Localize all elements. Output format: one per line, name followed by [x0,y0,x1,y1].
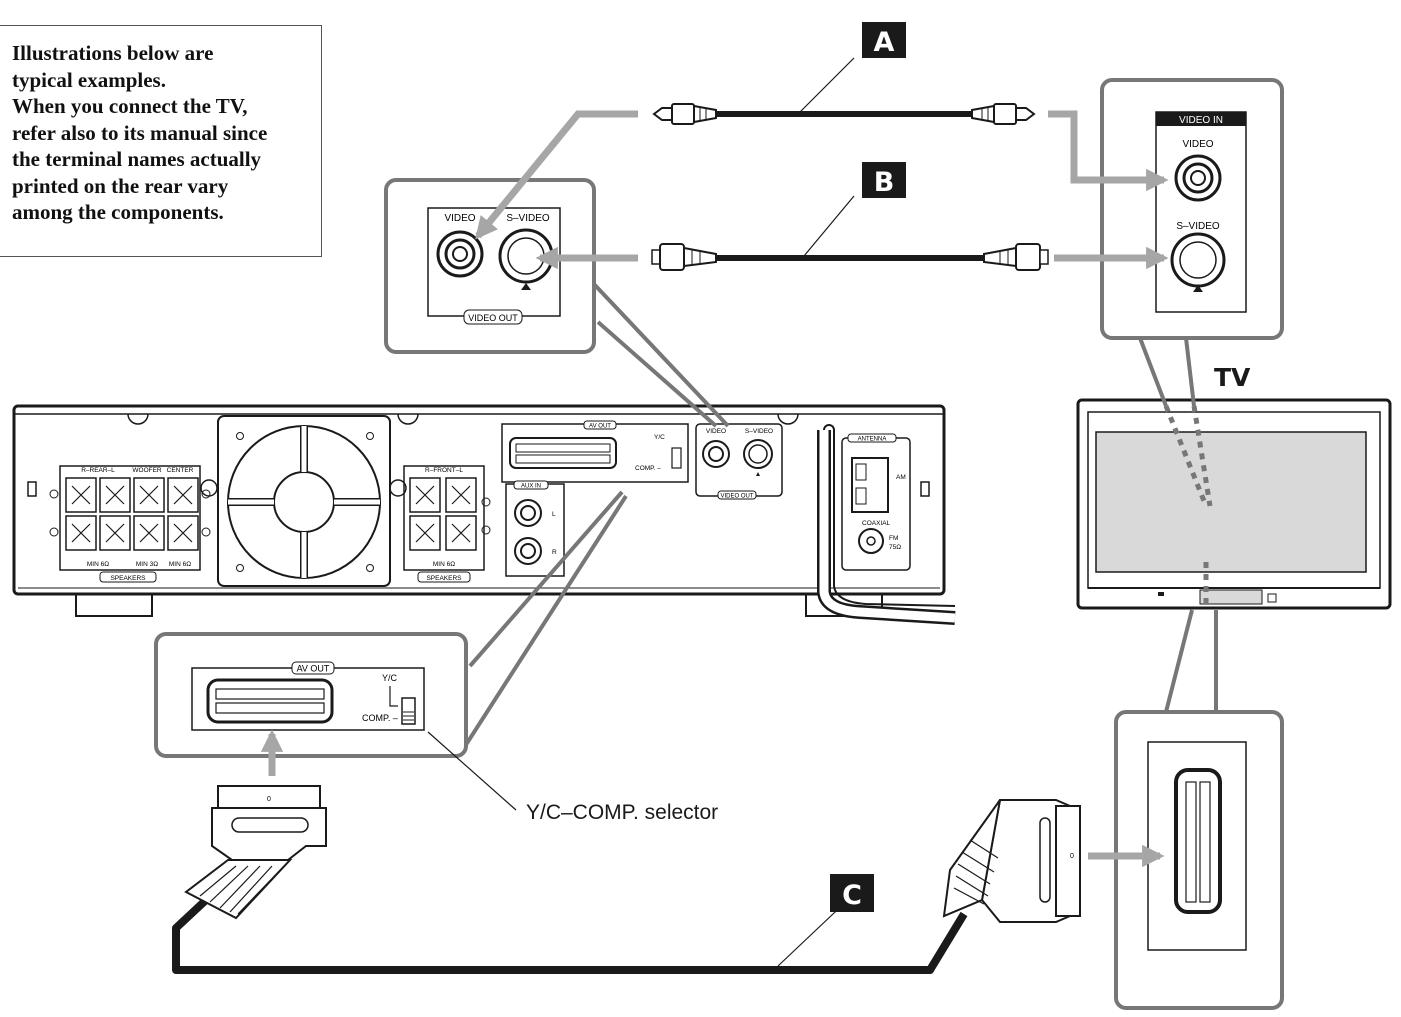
zoom-yc-label: Y/C [382,673,398,683]
speakers-label: SPEAKERS [110,575,146,582]
video-out-label: VIDEO OUT [720,494,753,500]
tv-s-video-label: S–VIDEO [1176,221,1220,232]
cable-label-b: B [874,167,895,198]
yc-comp-switch[interactable] [401,697,416,725]
cable-label-a: A [874,27,895,58]
center-label: CENTER [167,467,194,474]
rear-speaker-terminals: R–REAR–L WOOFER CENTER MIN 6Ω MIN 3Ω [49,465,218,583]
arrow-a-to-tv [1048,110,1169,192]
tv-video-label: VIDEO [1182,139,1213,150]
min-woofer-label: MIN 3Ω [136,561,158,568]
arrow-a-to-unit [475,110,638,240]
note-line: printed on the rear vary [12,173,229,198]
cable-label-c: C [842,880,862,911]
cooling-fan [217,415,391,587]
tv-label: TV [1214,363,1251,392]
zoom-video-label: VIDEO [444,213,475,224]
tv-video-in-zoom-panel: VIDEO IN VIDEO S–VIDEO [1100,78,1284,507]
selector-callout-label: Y/C–COMP. selector [526,801,718,824]
s-video-label: S–VIDEO [745,428,773,435]
woofer-label: WOOFER [132,467,162,474]
video-label: VIDEO [706,428,726,435]
fm-ohm-label: 75Ω [889,544,901,551]
svg-text:0: 0 [1070,853,1074,860]
min-front-label: MIN 6Ω [433,561,455,568]
rear-label: R–REAR–L [81,467,115,474]
antenna-label: ANTENNA [858,437,887,443]
cable-badge-b: B [862,162,906,198]
yc-label: Y/C [654,434,665,441]
am-label: AM [896,474,906,481]
note-line: Illustrations below are [12,41,214,65]
av-out-terminal-small: AV OUT Y/C COMP. – [501,420,689,483]
zoom-video-out-label: VIDEO OUT [468,313,518,323]
antenna-terminals: ANTENNA AM COAXIAL FM 75Ω [841,433,911,571]
speakers-front-label: SPEAKERS [426,575,462,582]
cable-a-video [652,57,1036,125]
front-label: R–FRONT–L [425,467,463,474]
unit-foot-left [75,591,153,617]
av-out-zoom-panel: AV OUT Y/C COMP. – [154,490,628,811]
aux-r-label: R [552,549,557,556]
aux-in-terminal: AUX IN L R [505,480,565,577]
video-out-zoom-panel: VIDEO S–VIDEO VIDEO OUT [384,178,730,428]
aux-l-label: L [552,511,556,518]
zoom-s-video-label: S–VIDEO [506,213,550,224]
aux-in-label: AUX IN [521,484,541,490]
tv-screen [1095,431,1367,573]
cable-b-s-video [651,195,1049,271]
front-speaker-terminals: R–FRONT–L MIN 6Ω SPEAKERS [389,465,491,583]
instruction-note: Illustrations below are typical examples… [0,25,322,257]
comp-label: COMP. – [635,465,661,472]
coaxial-label: COAXIAL [862,520,891,527]
video-out-terminal-small: VIDEO S–VIDEO VIDEO OUT [695,423,783,500]
note-line: refer also to its manual since [12,120,268,145]
main-unit-rear-panel: R–REAR–L WOOFER CENTER MIN 6Ω MIN 3Ω [12,404,946,617]
cable-badge-a: A [862,22,906,58]
min-center-label: MIN 6Ω [169,561,191,568]
tv-set [1076,398,1392,610]
av-out-label: AV OUT [589,424,611,430]
cable-c-scart: 0 0 [172,785,1081,974]
svg-text:0: 0 [267,796,271,803]
tv-scart-zoom-panel [1114,562,1284,1010]
cable-badge-c: C [830,874,874,912]
min-rear-label: MIN 6Ω [87,561,109,568]
note-line: When you connect the TV, [12,94,248,118]
note-line: the terminal names actually [12,147,262,171]
zoom-av-out-label: AV OUT [297,664,330,674]
zoom-comp-label: COMP. – [362,713,398,723]
fm-label: FM [889,535,898,542]
tv-video-in-label: VIDEO IN [1179,115,1223,126]
note-line: among the components. [12,200,224,224]
note-line: typical examples. [12,67,166,92]
